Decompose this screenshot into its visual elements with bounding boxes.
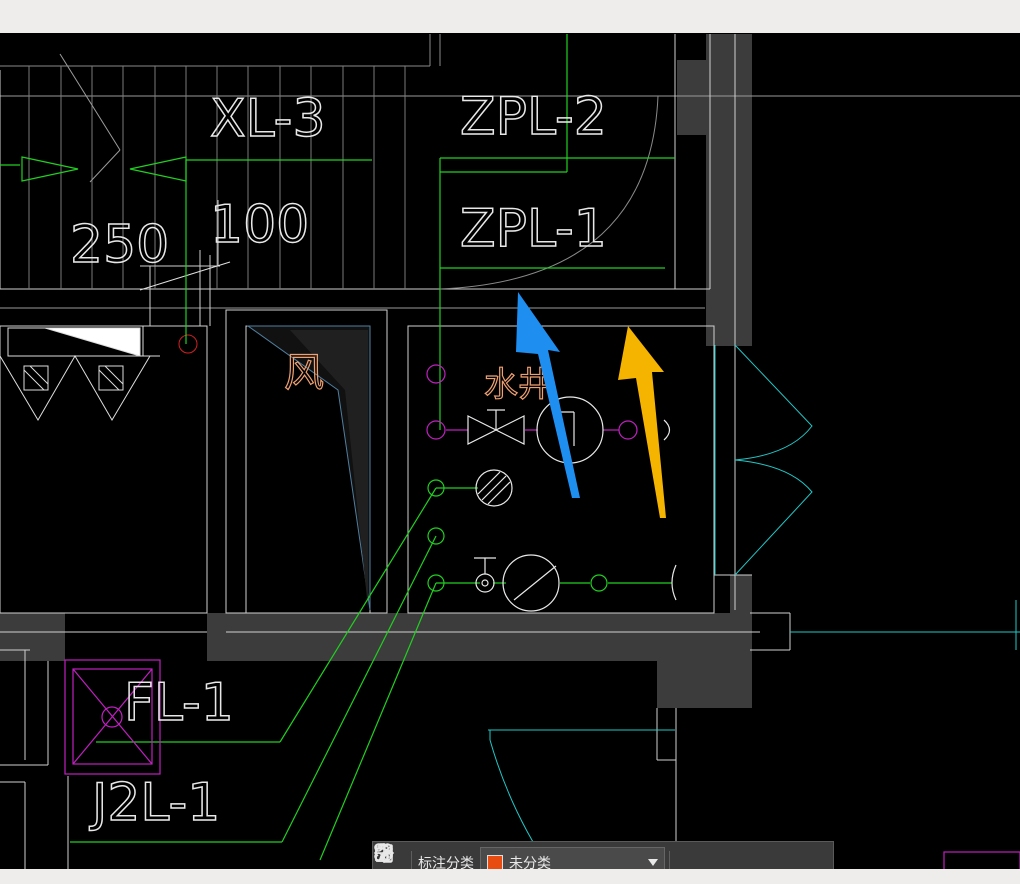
category-value: 未分类	[509, 855, 551, 870]
top-bar	[0, 0, 1020, 34]
fan-unit	[0, 326, 198, 421]
structure-lines	[0, 34, 1020, 869]
category-label: 标注分类	[418, 855, 474, 870]
annotation-toolbar: 标注分类 未分类	[372, 841, 834, 869]
edit-icon[interactable]	[375, 845, 708, 870]
yellow-arrow	[618, 326, 666, 518]
chevron-down-icon	[648, 858, 658, 866]
doors	[488, 344, 1020, 869]
cad-labels: XL-3 ZPL-2 ZPL-1 250 100 风 水井 FL-1 J2L-1	[69, 86, 607, 834]
move-icon[interactable]	[373, 842, 742, 870]
toolbar-separator	[669, 850, 670, 869]
air-shaft	[246, 325, 371, 611]
walls	[0, 34, 752, 708]
green-pipes	[0, 34, 675, 861]
label-fl1: FL-1	[124, 673, 234, 733]
label-250: 250	[70, 215, 169, 275]
bottom-bar	[0, 869, 1020, 884]
label-feng: 风	[284, 350, 324, 396]
label-100: 100	[210, 195, 309, 255]
cad-drawing: XL-3 ZPL-2 ZPL-1 250 100 风 水井 FL-1 J2L-1	[0, 34, 1020, 869]
label-shuijing: 水井	[484, 365, 552, 405]
magenta-elements	[64, 364, 1020, 869]
category-select[interactable]: 未分类	[480, 846, 665, 870]
paste-icon[interactable]	[375, 843, 810, 870]
category-color-swatch	[487, 854, 503, 869]
label-xl3: XL-3	[210, 89, 326, 149]
label-zpl2: ZPL-2	[460, 87, 607, 147]
toolbar-separator	[411, 850, 412, 869]
cad-drawing-canvas[interactable]: XL-3 ZPL-2 ZPL-1 250 100 风 水井 FL-1 J2L-1…	[0, 33, 1020, 869]
copy-icon[interactable]	[375, 844, 776, 870]
blue-arrow	[516, 292, 580, 498]
label-j2l1: J2L-1	[89, 773, 220, 833]
label-zpl1: ZPL-1	[460, 199, 607, 259]
annotation-arrows	[516, 292, 666, 518]
